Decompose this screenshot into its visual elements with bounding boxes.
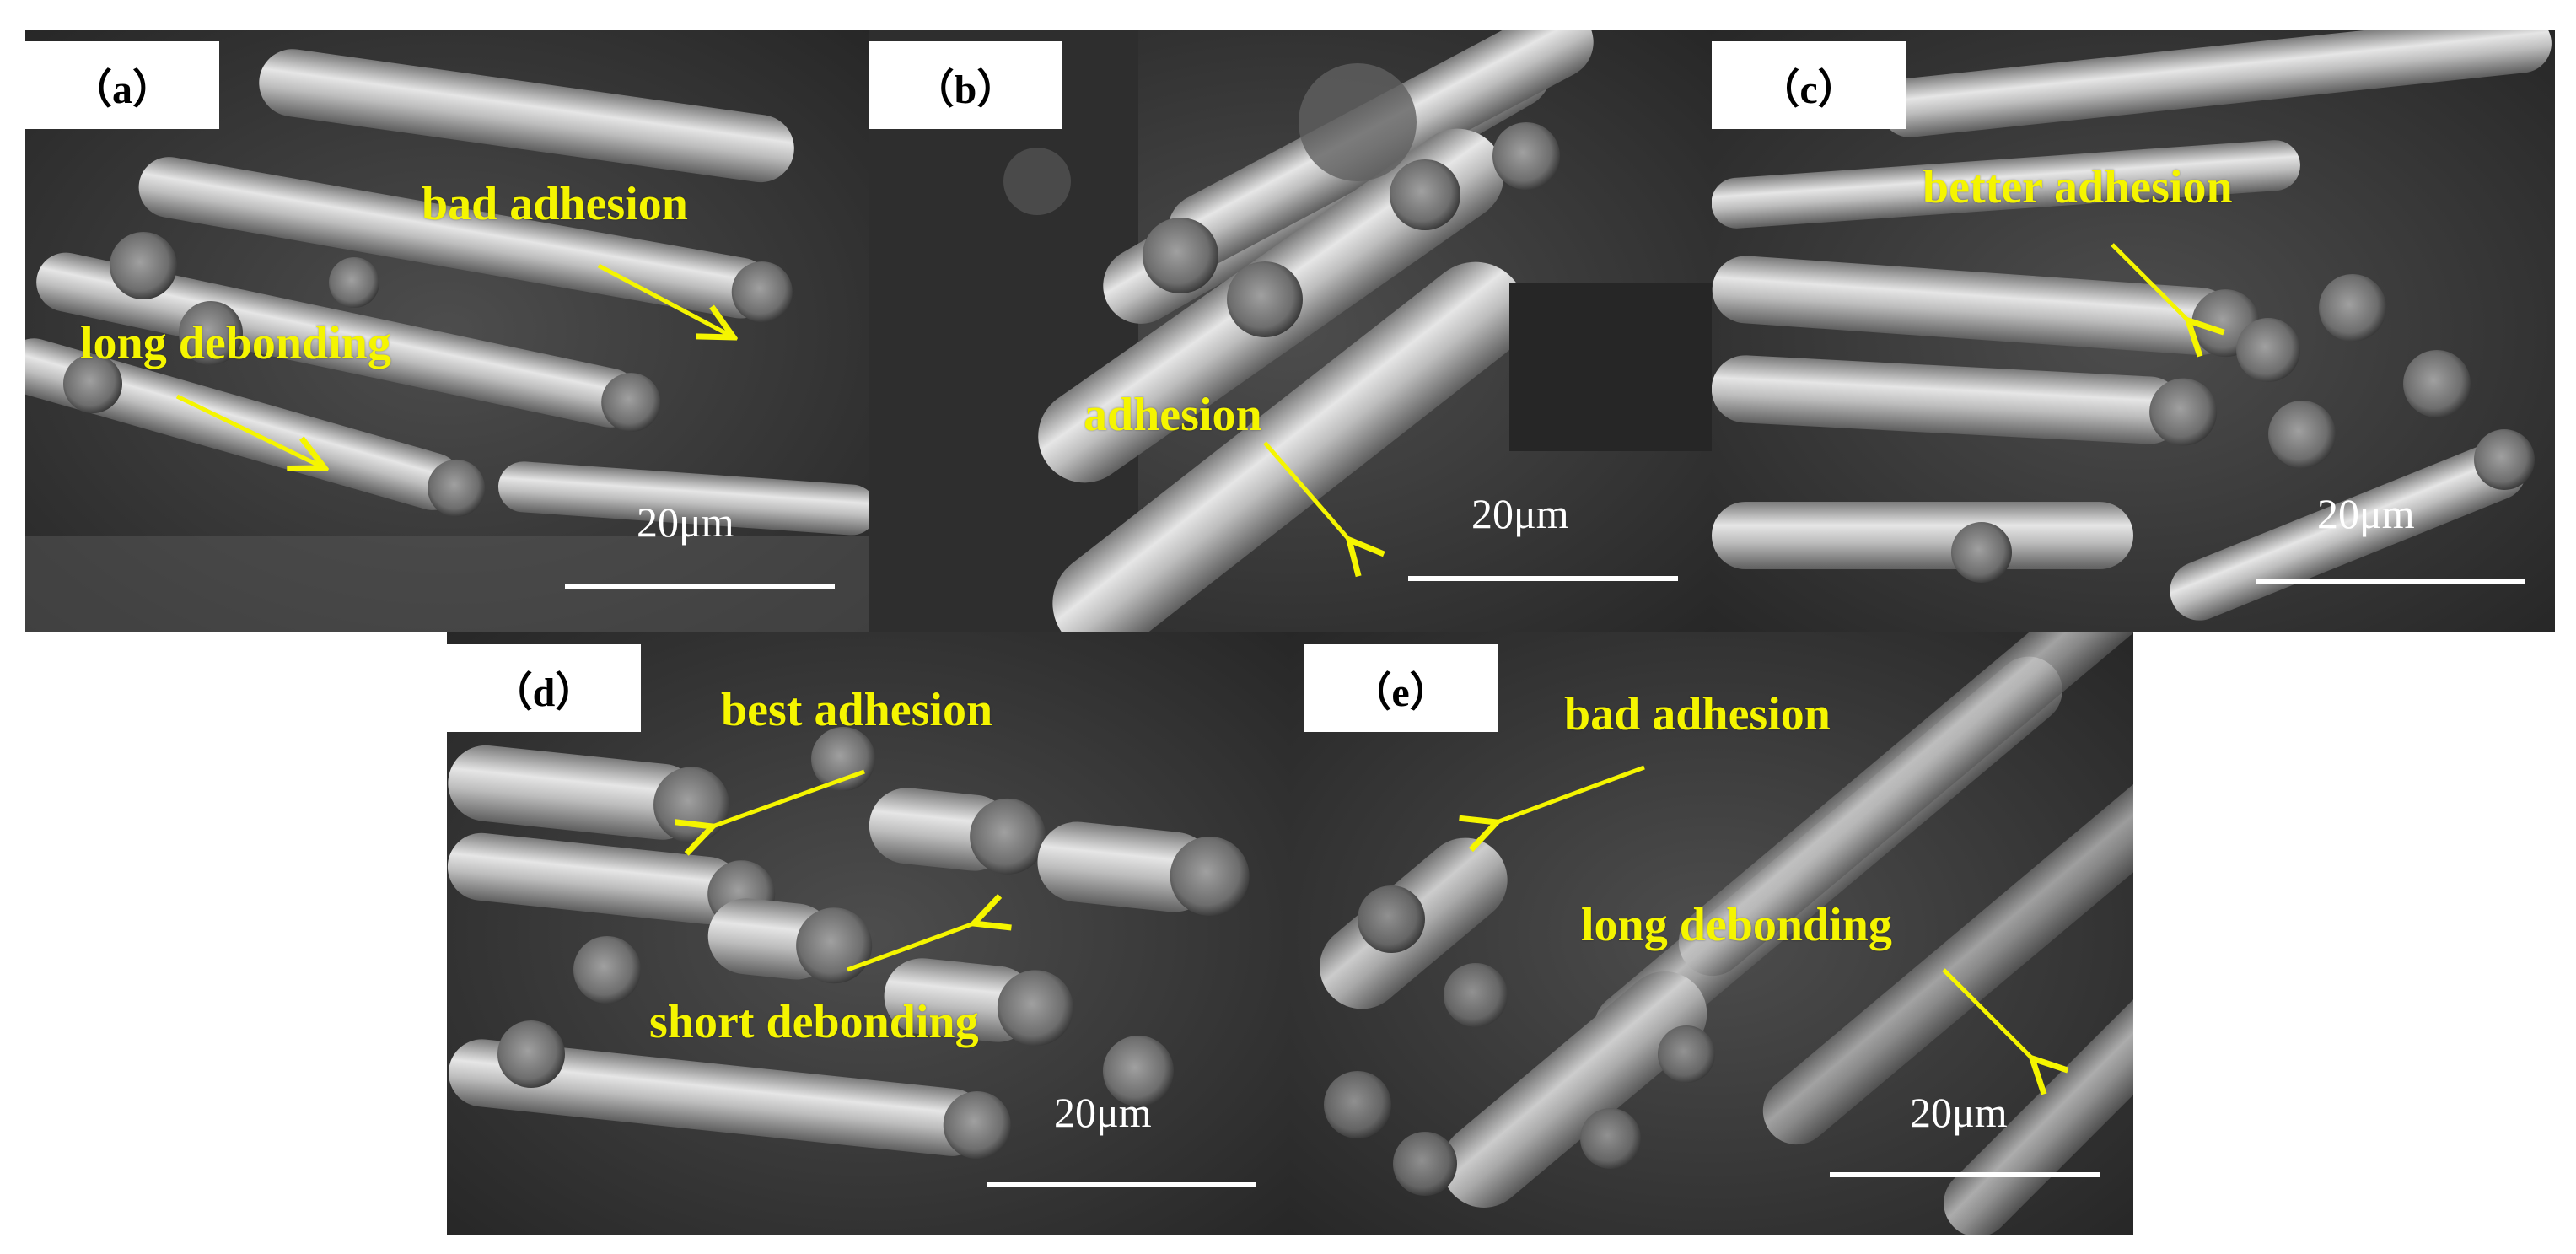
annotation-bad-adhesion: bad adhesion: [422, 178, 688, 230]
annotation-adhesion: adhesion: [1084, 389, 1262, 441]
panel-label: （e）: [1304, 644, 1498, 732]
scale-bar-label: 20μm: [2317, 490, 2415, 537]
panel-d: （d） best adhesion short debonding 20μm: [447, 632, 1290, 1235]
scale-bar: [1408, 576, 1678, 581]
scale-bar-label: 20μm: [1054, 1089, 1152, 1136]
scale-bar-label: 20μm: [1910, 1089, 2008, 1136]
sem-image-e: [1290, 632, 2133, 1235]
panel-b: （b） adhesion 20μm: [869, 30, 1712, 632]
panel-e: （e） bad adhesion long debonding 20μm: [1290, 632, 2133, 1235]
annotation-bad-adhesion: bad adhesion: [1564, 688, 1831, 740]
scale-bar: [1830, 1172, 2100, 1177]
sem-image-c: [1712, 30, 2555, 632]
annotation-better-adhesion: better adhesion: [1923, 161, 2233, 213]
panel-label: （d）: [447, 644, 641, 732]
annotation-best-adhesion: best adhesion: [721, 684, 993, 736]
panel-label: （b）: [869, 41, 1062, 129]
scale-bar: [987, 1182, 1256, 1187]
scale-bar-label: 20μm: [637, 498, 734, 546]
scale-bar: [2256, 579, 2525, 584]
annotation-long-debonding: long debonding: [1581, 899, 1892, 951]
sem-image-d: [447, 632, 1290, 1235]
scale-bar: [565, 584, 835, 589]
scale-bar-label: 20μm: [1471, 490, 1569, 537]
annotation-long-debonding: long debonding: [80, 317, 391, 369]
panel-c: （c） better adhesion 20μm: [1712, 30, 2555, 632]
annotation-short-debonding: short debonding: [649, 996, 979, 1048]
panel-label: （a）: [25, 41, 219, 129]
panel-a: （a） bad adhesion long debonding 20μm: [25, 30, 869, 632]
fiber: [259, 49, 794, 183]
panel-label: （c）: [1712, 41, 1906, 129]
